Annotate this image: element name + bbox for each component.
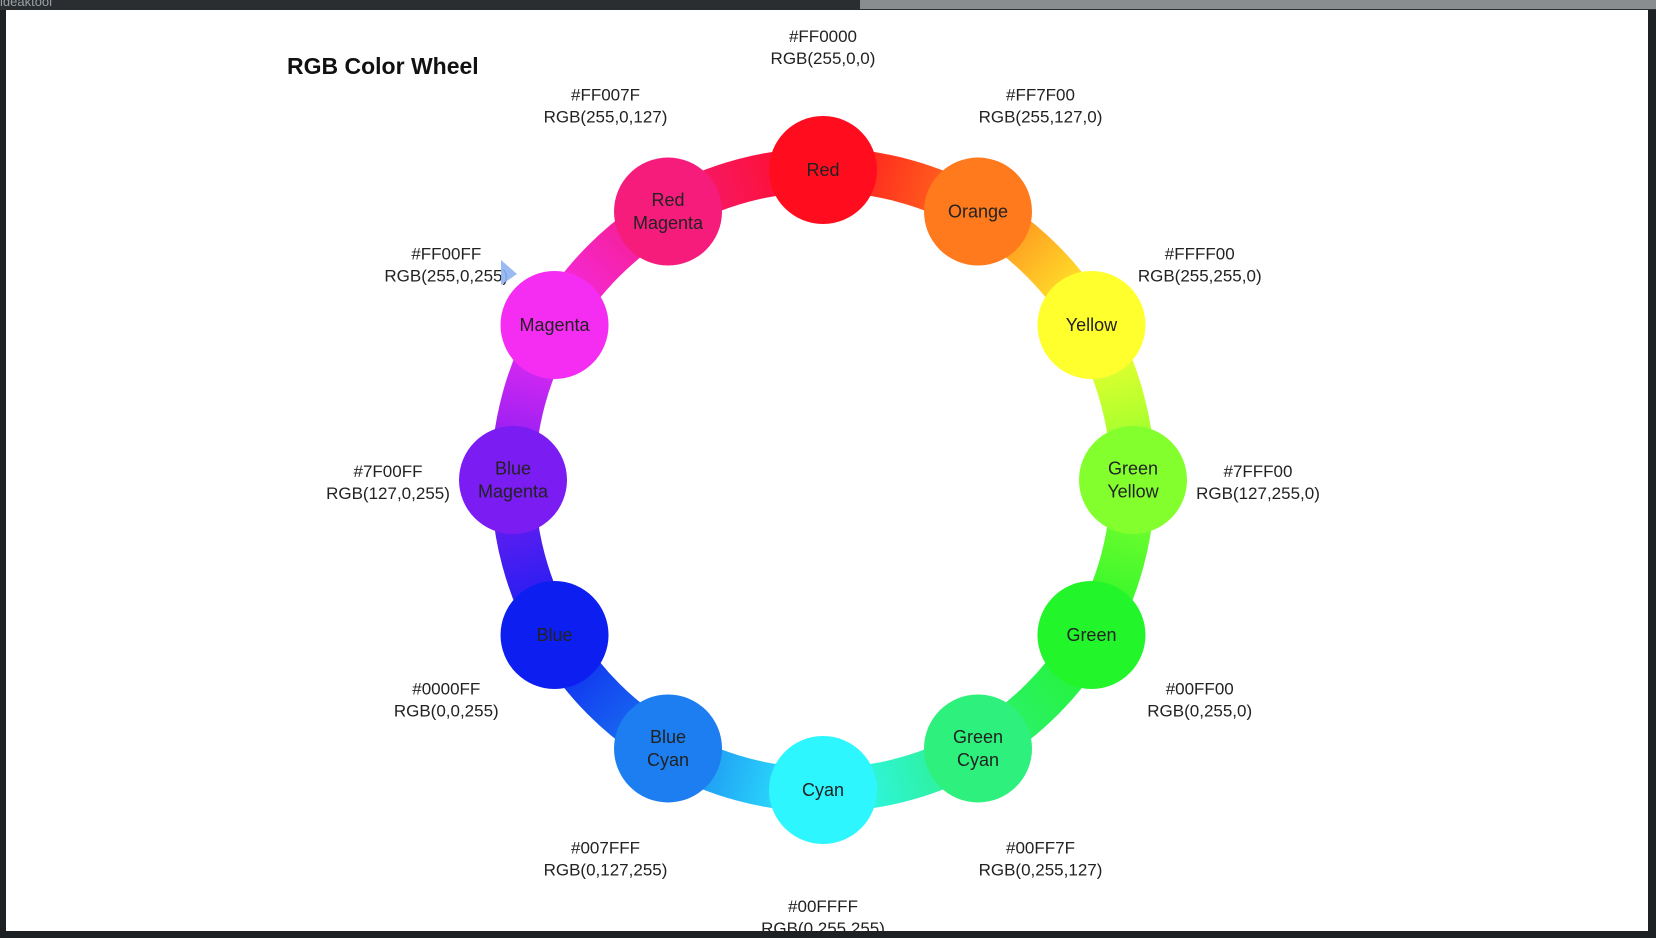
color-node-name-yellow: Yellow (1066, 315, 1118, 335)
color-node-name-green-yellow: Yellow (1107, 482, 1159, 502)
rgb-code-blue: RGB(0,0,255) (394, 702, 499, 721)
rgb-code-magenta: RGB(255,0,255) (384, 267, 508, 286)
color-node-name-blue-cyan: Cyan (647, 750, 689, 770)
color-node-name-red-magenta: Magenta (633, 213, 704, 233)
rgb-code-green-cyan: RGB(0,255,127) (979, 861, 1103, 880)
wheel-nodes: RedOrangeYellowGreenYellowGreenGreenCyan… (459, 116, 1187, 844)
color-node-circle-magenta (500, 271, 609, 379)
hex-code-blue-magenta: #7F00FF (354, 462, 423, 481)
color-node-name-green-yellow: Green (1108, 459, 1158, 479)
window-bottom-bar (0, 931, 1656, 938)
color-node-name-green-cyan: Green (953, 727, 1003, 747)
color-node-name-magenta: Magenta (520, 315, 591, 335)
color-node-circle-yellow (1037, 271, 1146, 379)
color-node-blue: Blue (500, 581, 609, 689)
diagram-title: RGB Color Wheel (287, 53, 479, 79)
hex-code-green-yellow: #7FFF00 (1224, 462, 1293, 481)
rgb-code-red: RGB(255,0,0) (771, 49, 876, 68)
hex-code-blue: #0000FF (412, 680, 480, 699)
hex-code-cyan: #00FFFF (788, 897, 858, 916)
color-node-circle-red-magenta (614, 157, 722, 266)
color-node-circle-green-cyan (924, 694, 1032, 803)
window-title-fragment: ideaktool (0, 0, 53, 9)
color-node-magenta: Magenta (500, 271, 609, 379)
color-node-green: Green (1037, 581, 1146, 689)
color-node-name-orange: Orange (948, 202, 1008, 222)
rgb-code-red-magenta: RGB(255,0,127) (544, 107, 668, 126)
color-wheel-svg: RedOrangeYellowGreenYellowGreenGreenCyan… (326, 27, 1320, 931)
color-node-circle-orange (924, 157, 1032, 266)
cursor-pointer-icon (501, 260, 517, 285)
color-node-name-red: Red (806, 160, 839, 180)
hex-code-green-cyan: #00FF7F (1006, 839, 1075, 858)
hex-code-yellow: #FFFF00 (1165, 245, 1235, 264)
color-node-name-cyan: Cyan (802, 780, 844, 800)
rgb-code-blue-cyan: RGB(0,127,255) (544, 861, 668, 880)
color-node-circle-green-yellow (1079, 426, 1187, 534)
wheel-ring (491, 148, 1155, 812)
rgb-code-cyan: RGB(0,255,255) (761, 919, 885, 931)
hex-code-green: #00FF00 (1166, 680, 1234, 699)
color-node-name-blue-cyan: Blue (650, 727, 686, 747)
color-node-name-blue: Blue (537, 625, 573, 645)
color-node-name-red-magenta: Red (651, 190, 684, 210)
color-node-red: Red (769, 116, 877, 224)
color-node-name-green-cyan: Cyan (957, 750, 999, 770)
hex-code-magenta: #FF00FF (411, 245, 481, 264)
color-node-name-green: Green (1066, 625, 1116, 645)
color-node-cyan: Cyan (769, 736, 877, 844)
color-node-circle-red (769, 116, 877, 224)
color-node-orange: Orange (924, 157, 1032, 266)
rgb-code-green-yellow: RGB(127,255,0) (1196, 484, 1320, 503)
rgb-code-blue-magenta: RGB(127,0,255) (326, 484, 450, 503)
color-node-circle-blue-magenta (459, 426, 567, 534)
rgb-code-yellow: RGB(255,255,0) (1138, 267, 1262, 286)
color-node-circle-blue (500, 581, 609, 689)
top-right-strip (860, 0, 1656, 9)
hex-code-blue-cyan: #007FFF (571, 839, 640, 858)
hex-code-orange: #FF7F00 (1006, 85, 1075, 104)
color-node-name-blue-magenta: Magenta (478, 482, 549, 502)
window-top-bar: ideaktool (0, 0, 1656, 10)
rgb-code-orange: RGB(255,127,0) (979, 107, 1103, 126)
color-node-circle-green (1037, 581, 1146, 689)
color-node-circle-blue-cyan (614, 694, 722, 803)
hex-code-red: #FF0000 (789, 27, 857, 46)
hex-code-red-magenta: #FF007F (571, 85, 640, 104)
rgb-code-green: RGB(0,255,0) (1147, 702, 1252, 721)
color-node-circle-cyan (769, 736, 877, 844)
color-node-name-blue-magenta: Blue (495, 459, 531, 479)
color-node-yellow: Yellow (1037, 271, 1146, 379)
